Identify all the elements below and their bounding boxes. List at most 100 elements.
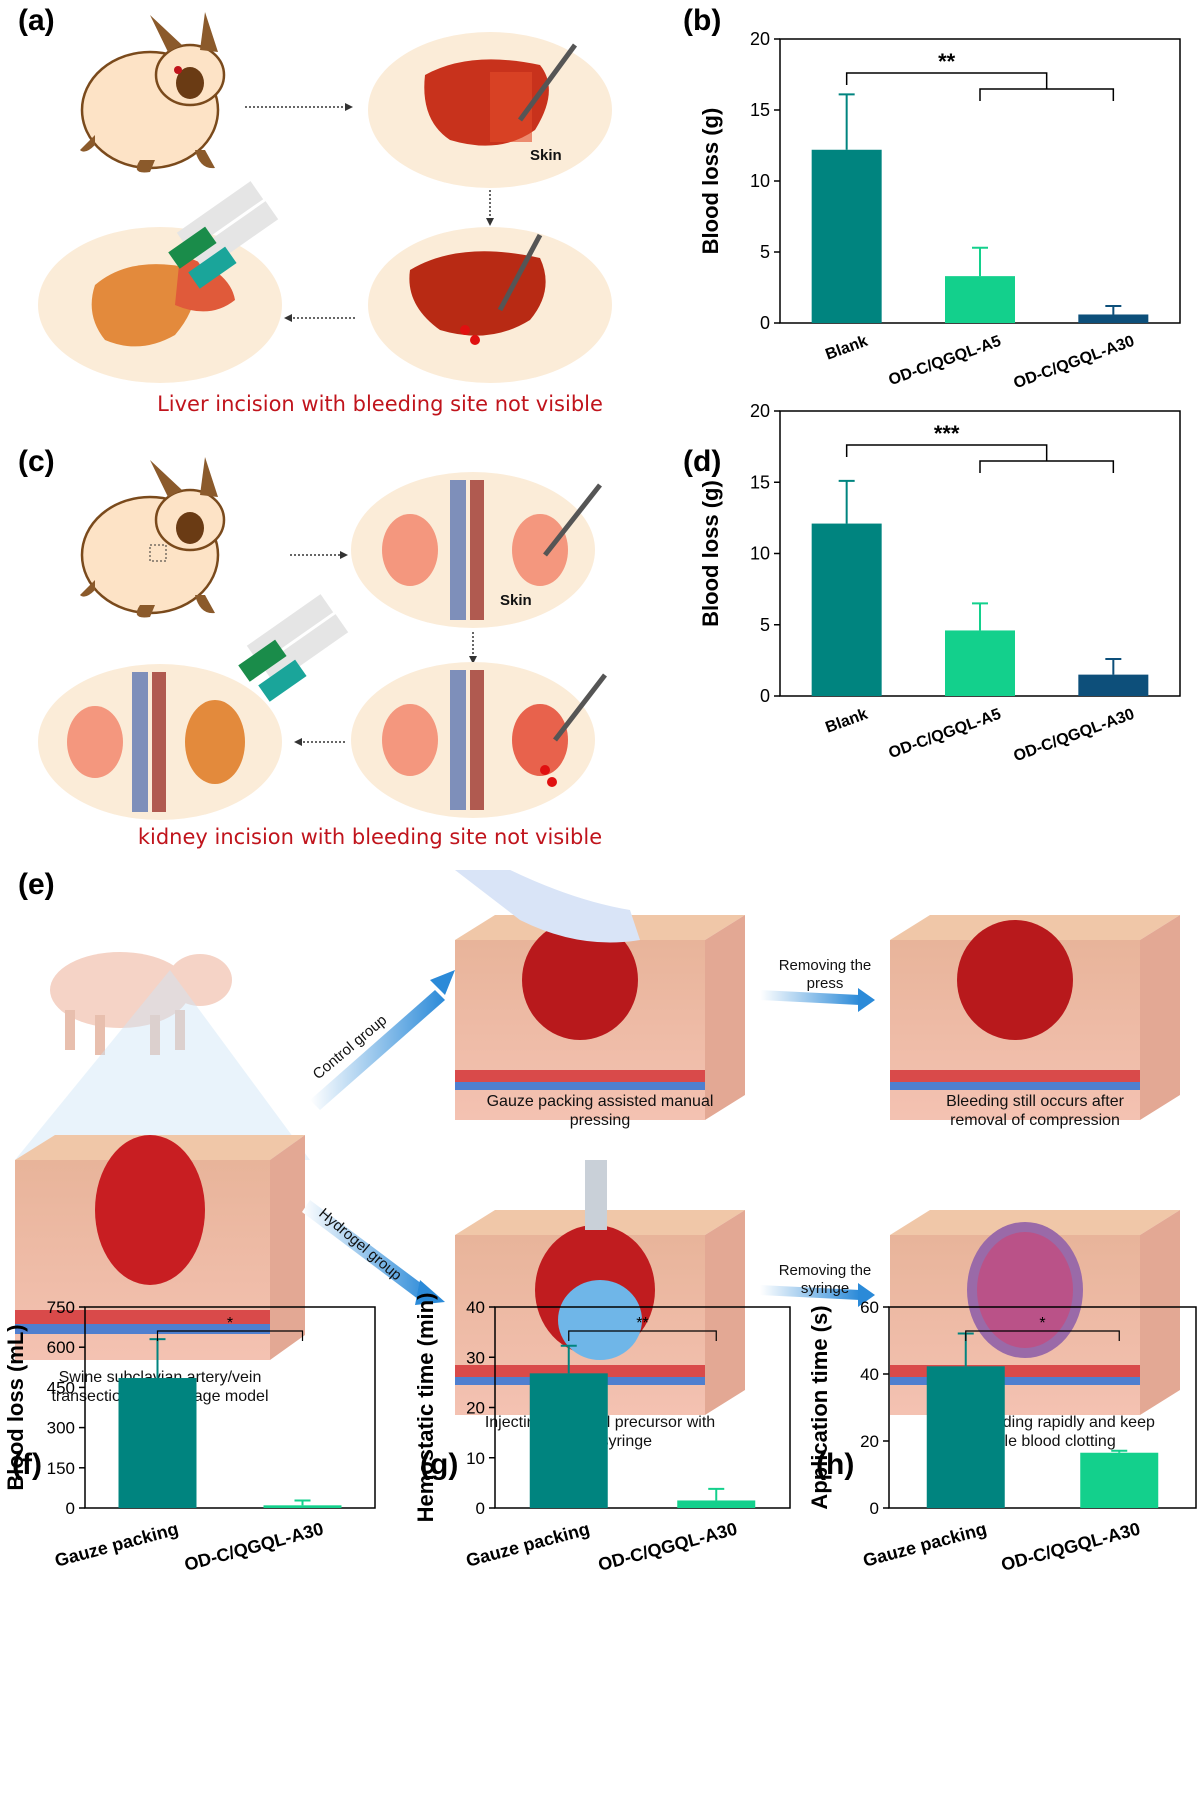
panel-label-e: (e) [18, 868, 55, 901]
significance-bracket [845, 72, 1048, 89]
plot-frame [888, 1306, 1197, 1509]
bar [945, 276, 1015, 323]
y-tick-label: 750 [47, 1298, 75, 1317]
swine-model-illustration: Control group Hydrogel group Removing th… [15, 870, 1180, 1415]
caption-gauze: Gauze packing assisted manual pressing [486, 1093, 714, 1129]
control-group-arrow [310, 990, 445, 1110]
y-axis-label: Blood loss (mL) [3, 1324, 28, 1490]
bar [926, 1366, 1005, 1508]
rabbit-icon [80, 457, 226, 618]
tissue-block-swine [15, 1135, 305, 1360]
tissue-block-bleeding [890, 915, 1180, 1120]
y-tick-label: 40 [860, 1365, 879, 1384]
category-label: OD-C/QGQL-A30 [1011, 333, 1136, 392]
bar [529, 1373, 608, 1508]
y-tick-label: 20 [750, 401, 770, 421]
hydrogel-group-label: Hydrogel group [315, 1205, 404, 1284]
rabbit-icon [80, 12, 226, 173]
category-label: Blank [823, 706, 870, 737]
remove-press-arrow [760, 990, 860, 1005]
tissue-block-clotted [890, 1210, 1180, 1415]
kidney-icon [382, 514, 438, 586]
y-axis-label: Hemostatic time (min) [413, 1293, 438, 1523]
significance-bracket [979, 460, 1115, 473]
significance-bracket [965, 1330, 1120, 1341]
skin-label-a: Skin [530, 147, 562, 164]
bar [811, 149, 882, 323]
significance-bracket [156, 1330, 304, 1341]
y-tick-label: 15 [750, 472, 770, 492]
bar [1078, 674, 1149, 696]
panel-label-h: (h) [816, 1448, 855, 1481]
y-tick-label: 10 [750, 544, 770, 564]
y-axis-label: Blood loss (g) [698, 108, 723, 255]
significance-marker: ** [938, 49, 956, 74]
y-tick-label: 20 [466, 1399, 485, 1418]
y-axis-label: Application time (s) [807, 1305, 832, 1509]
significance-marker: * [227, 1315, 233, 1332]
y-tick-label: 40 [466, 1298, 485, 1317]
bar [677, 1500, 756, 1508]
gloved-hand-icon [455, 870, 640, 943]
category-label: Blank [823, 333, 870, 364]
category-label: OD-C/QGQL-A5 [886, 333, 1003, 389]
significance-marker: ** [636, 1315, 648, 1332]
tissue-block-gauze [455, 915, 745, 1120]
y-axis-label: Blood loss (g) [698, 480, 723, 627]
hydrogel-covered-kidney-icon [185, 700, 245, 784]
y-tick-label: 10 [466, 1449, 485, 1468]
panel-label-g: (g) [420, 1448, 459, 1481]
y-tick-label: 150 [47, 1459, 75, 1478]
bar [1078, 314, 1149, 323]
y-tick-label: 0 [760, 313, 770, 333]
y-tick-label: 60 [860, 1298, 879, 1317]
hydrogel-covered-liver-icon [91, 264, 195, 347]
y-tick-label: 20 [860, 1432, 879, 1451]
double-syringe-icon [168, 181, 279, 289]
y-tick-label: 20 [750, 29, 770, 49]
double-syringe-icon [585, 1160, 607, 1230]
y-tick-label: 600 [47, 1338, 75, 1357]
double-syringe-icon [238, 594, 349, 702]
category-label: OD-C/QGQL-A30 [1011, 706, 1136, 765]
y-tick-label: 0 [476, 1499, 485, 1518]
y-tick-label: 5 [760, 242, 770, 262]
liver-procedure-illustration: Skin [38, 12, 612, 383]
caption-c: kidney incision with bleeding site not v… [137, 825, 603, 849]
category-label: Gauze packing [53, 1519, 181, 1571]
category-label: OD-C/QGQL-A5 [886, 706, 1003, 762]
significance-marker: *** [934, 421, 960, 446]
y-tick-label: 0 [66, 1499, 75, 1518]
bar [263, 1505, 342, 1508]
scalpel-icon [543, 483, 602, 557]
remove-syringe-arrow [760, 1285, 860, 1300]
category-label: Gauze packing [861, 1519, 989, 1571]
bar [118, 1378, 197, 1508]
hydrogel-group-arrow [302, 1200, 430, 1302]
caption-a: Liver incision with bleeding site not vi… [157, 392, 603, 416]
skin-label-c: Skin [500, 592, 532, 609]
panel-label-d: (d) [683, 445, 722, 478]
panel-label-b: (b) [683, 4, 722, 37]
category-label: OD-C/QGQL-A30 [596, 1519, 739, 1575]
pig-icon [50, 952, 232, 1055]
caption-still-bleeding: Bleeding still occurs after removal of c… [946, 1093, 1124, 1129]
tissue-block-injection [455, 1210, 745, 1415]
panel-label-a: (a) [18, 4, 55, 37]
category-label: OD-C/QGQL-A30 [182, 1519, 325, 1575]
significance-marker: * [1039, 1315, 1045, 1332]
bar [1080, 1452, 1159, 1508]
y-tick-label: 5 [760, 615, 770, 635]
significance-bracket [845, 444, 1048, 461]
bar [945, 630, 1015, 696]
y-tick-label: 300 [47, 1419, 75, 1438]
plot-frame [84, 1306, 376, 1509]
y-tick-label: 10 [750, 171, 770, 191]
